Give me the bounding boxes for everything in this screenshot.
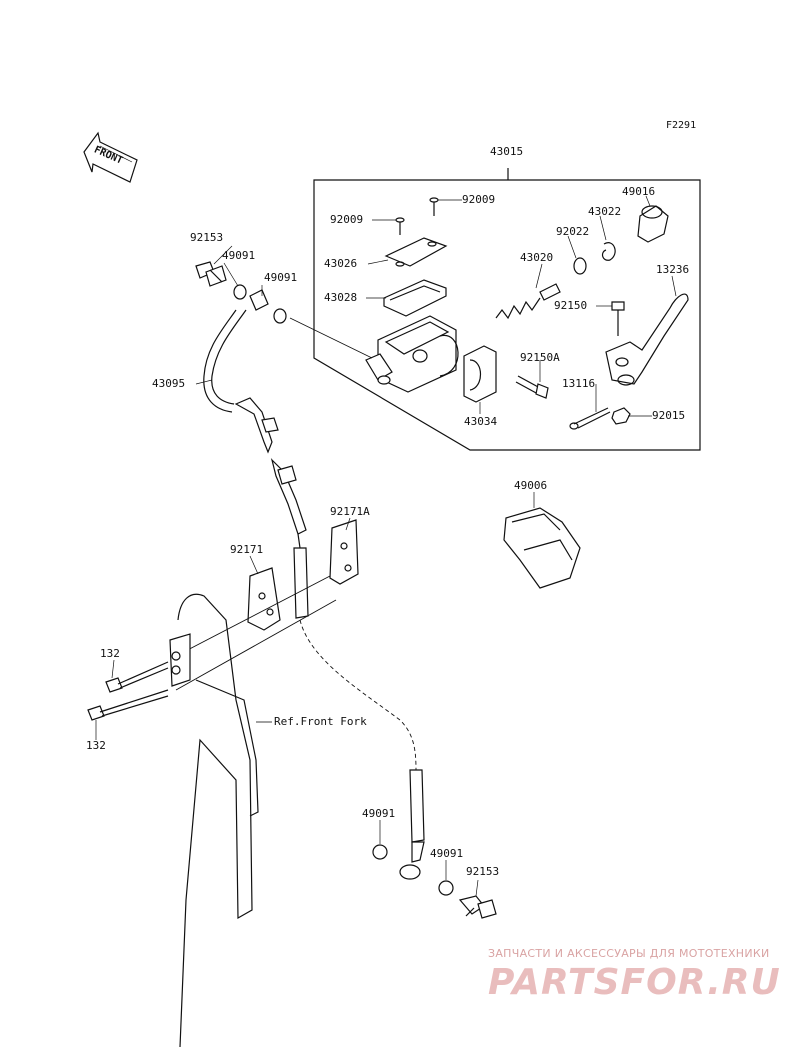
reference-front-fork: Ref.Front Fork bbox=[274, 715, 367, 728]
part-label-49091-bottom-b[interactable]: 49091 bbox=[430, 847, 464, 860]
part-label-92171[interactable]: 92171 bbox=[230, 543, 264, 556]
part-label-43015[interactable]: 43015 bbox=[490, 145, 524, 158]
part-label-132-lower[interactable]: 132 bbox=[86, 739, 106, 752]
clamp-bolt bbox=[515, 375, 549, 399]
handlebar-clamp bbox=[463, 345, 497, 403]
part-label-13236[interactable]: 13236 bbox=[656, 263, 690, 276]
part-label-49091-top-b[interactable]: 49091 bbox=[264, 271, 298, 284]
hose-clamp bbox=[247, 567, 281, 631]
part-label-92015[interactable]: 92015 bbox=[652, 409, 686, 422]
part-label-92009-left[interactable]: 92009 bbox=[330, 213, 364, 226]
lever-guard bbox=[503, 507, 581, 589]
figure-code: F2291 bbox=[666, 120, 697, 131]
diaphragm bbox=[383, 279, 447, 317]
watermark-tagline: ЗАПЧАСТИ И АКСЕССУАРЫ ДЛЯ МОТОТЕХНИКИ bbox=[488, 947, 770, 960]
assembly-box bbox=[313, 179, 701, 451]
part-label-49091-bottom-a[interactable]: 49091 bbox=[362, 807, 396, 820]
cap-screw-right bbox=[429, 197, 439, 216]
washer-92022 bbox=[573, 257, 587, 275]
brake-lever bbox=[605, 293, 689, 386]
banjo-bolt-bottom bbox=[458, 895, 497, 919]
part-label-92009-right[interactable]: 92009 bbox=[462, 193, 496, 206]
front-fork bbox=[169, 593, 272, 1047]
part-label-132-upper[interactable]: 132 bbox=[100, 647, 120, 660]
part-label-49091-top-a[interactable]: 49091 bbox=[222, 249, 256, 262]
lever-pivot-bolt bbox=[611, 301, 625, 336]
part-label-13116[interactable]: 13116 bbox=[562, 377, 596, 390]
part-label-43022[interactable]: 43022 bbox=[588, 205, 622, 218]
lock-nut bbox=[611, 407, 631, 425]
part-label-92150[interactable]: 92150 bbox=[554, 299, 588, 312]
master-cylinder-body bbox=[365, 315, 459, 393]
part-label-92153-top[interactable]: 92153 bbox=[190, 231, 224, 244]
banjo-bolt-top bbox=[195, 261, 227, 287]
part-label-92150a[interactable]: 92150A bbox=[520, 351, 560, 364]
washer-bottom-a bbox=[372, 844, 388, 860]
reservoir-cap bbox=[384, 237, 448, 267]
fork-bolt-lower bbox=[87, 689, 169, 721]
part-label-92022[interactable]: 92022 bbox=[556, 225, 590, 238]
washer-top-b bbox=[273, 308, 287, 324]
front-arrow-icon bbox=[83, 131, 138, 183]
washer-top-a bbox=[233, 284, 247, 300]
part-label-43026[interactable]: 43026 bbox=[324, 257, 358, 270]
dust-boot bbox=[637, 205, 669, 243]
part-label-43028[interactable]: 43028 bbox=[324, 291, 358, 304]
part-label-49006[interactable]: 49006 bbox=[514, 479, 548, 492]
part-label-43095[interactable]: 43095 bbox=[152, 377, 186, 390]
watermark-logo: PARTSFOR.RU bbox=[488, 962, 781, 1003]
circlip bbox=[601, 242, 616, 261]
adjuster-pin bbox=[569, 407, 611, 430]
part-label-92153-bottom[interactable]: 92153 bbox=[466, 865, 500, 878]
piston-spring bbox=[495, 283, 561, 320]
part-label-43020[interactable]: 43020 bbox=[520, 251, 554, 264]
washer-bottom-b bbox=[438, 880, 454, 896]
brake-hose bbox=[203, 289, 425, 880]
part-label-92171a[interactable]: 92171A bbox=[330, 505, 370, 518]
part-label-49016[interactable]: 49016 bbox=[622, 185, 656, 198]
fork-bolt-upper bbox=[105, 661, 169, 693]
cap-screw-left bbox=[395, 217, 405, 235]
hose-clamp-a bbox=[329, 519, 359, 585]
part-label-43034[interactable]: 43034 bbox=[464, 415, 498, 428]
